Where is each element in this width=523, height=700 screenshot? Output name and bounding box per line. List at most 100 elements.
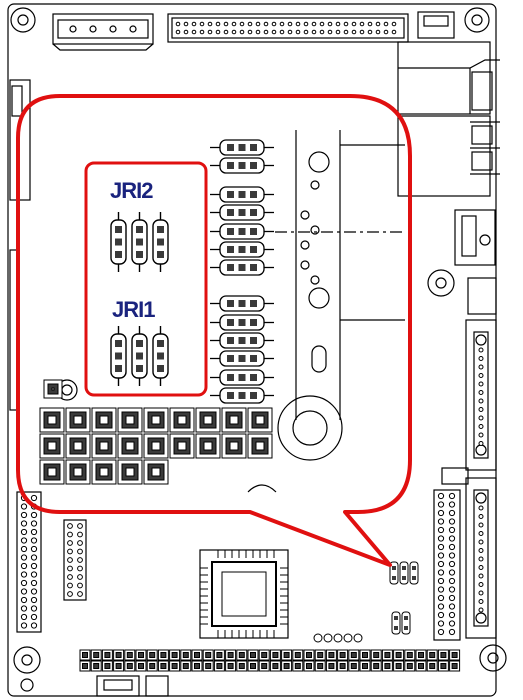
header-pin bbox=[77, 540, 83, 546]
bottom-pad-core bbox=[429, 652, 436, 658]
small-jumper bbox=[399, 561, 409, 585]
small-jumper-pin bbox=[404, 626, 408, 630]
connector-pin bbox=[478, 407, 484, 412]
connector-pin bbox=[478, 373, 484, 378]
jumper-pin bbox=[238, 209, 246, 216]
bottom-pad-core bbox=[160, 652, 167, 658]
header-pin bbox=[437, 509, 445, 517]
bottom-pad-core bbox=[82, 652, 88, 658]
connector-pin bbox=[478, 432, 484, 438]
jri1-jumper bbox=[110, 326, 169, 386]
bottom-pad-core bbox=[294, 663, 301, 669]
header-pin bbox=[351, 29, 357, 35]
bottom-pad-core bbox=[395, 663, 402, 669]
header-pin bbox=[67, 582, 73, 589]
bottom-pad-core bbox=[182, 663, 189, 669]
vga-connector bbox=[465, 477, 497, 639]
bottom-pad-core bbox=[384, 652, 391, 658]
bottom-pad-core bbox=[384, 663, 391, 669]
header-pin bbox=[30, 596, 38, 604]
bottom-pad-core bbox=[451, 652, 458, 658]
jumper-pin bbox=[250, 374, 257, 381]
mounting-hole-top-left bbox=[10, 7, 36, 33]
jri1-label: JRI1 bbox=[112, 297, 155, 322]
jumper-pin bbox=[238, 337, 246, 344]
header-pin bbox=[448, 560, 456, 568]
header-pin bbox=[263, 29, 269, 35]
bottom-pad-core bbox=[104, 652, 111, 658]
small-jumper-pin bbox=[394, 616, 398, 620]
connector-pin bbox=[478, 522, 484, 528]
header-pin bbox=[30, 605, 38, 612]
bottom-pad-core bbox=[306, 652, 312, 658]
header-pin bbox=[303, 29, 309, 35]
header-pin bbox=[391, 21, 397, 27]
header-pin bbox=[30, 613, 38, 621]
bottom-pad-core bbox=[418, 663, 424, 669]
header-pin bbox=[183, 29, 189, 35]
header-pin bbox=[437, 569, 445, 576]
header-pin bbox=[175, 21, 181, 27]
bottom-pad-core bbox=[406, 663, 413, 669]
header-pin bbox=[295, 21, 301, 27]
header-pin bbox=[375, 21, 381, 27]
mounting-hole-bottom-left bbox=[13, 646, 41, 674]
jumper-pin bbox=[115, 352, 122, 360]
header-pin bbox=[20, 605, 28, 612]
bottom-pad-core bbox=[272, 652, 279, 658]
header-pin bbox=[448, 526, 456, 534]
header-pin bbox=[448, 501, 456, 508]
header-pin bbox=[448, 535, 456, 542]
chipset bbox=[199, 549, 289, 639]
header-pin bbox=[327, 29, 333, 35]
header-pin bbox=[327, 21, 333, 27]
bottom-pad-core bbox=[283, 663, 290, 669]
header-pin bbox=[199, 29, 205, 35]
bottom-pad-core bbox=[126, 663, 133, 669]
jumper-pin bbox=[227, 264, 234, 271]
bottom-pad-core bbox=[317, 663, 324, 669]
pad-center bbox=[125, 441, 135, 451]
jumper-pin bbox=[157, 238, 164, 246]
connector-pin bbox=[478, 415, 484, 421]
header-pin bbox=[30, 520, 38, 527]
jumper-pin bbox=[227, 246, 234, 253]
header-pin bbox=[67, 540, 73, 546]
header-pin bbox=[231, 29, 237, 35]
small-jumper-pin bbox=[404, 616, 408, 620]
header-pin bbox=[448, 492, 456, 500]
bottom-pad-core bbox=[216, 663, 223, 669]
bottom-pad-core bbox=[294, 652, 301, 658]
header-pin bbox=[191, 29, 197, 35]
jumper-pin bbox=[250, 355, 257, 362]
bottom-pad-core bbox=[115, 652, 122, 658]
header-pin bbox=[30, 588, 38, 595]
connector-pin bbox=[478, 599, 484, 604]
header-pin bbox=[30, 571, 38, 578]
header-pin bbox=[77, 531, 83, 538]
header-pin bbox=[207, 29, 213, 35]
header-pin bbox=[20, 545, 28, 553]
bottom-pad-core bbox=[238, 663, 245, 669]
header-pin bbox=[231, 21, 237, 27]
small-jumper-pin bbox=[392, 566, 396, 570]
header-pin bbox=[20, 571, 28, 578]
pad-center bbox=[151, 441, 161, 451]
bottom-pad-core bbox=[104, 663, 111, 669]
small-jumper-pin bbox=[402, 566, 406, 570]
header-pin bbox=[30, 537, 38, 544]
left-pin-column bbox=[16, 491, 42, 633]
mounting-hole-mid-right bbox=[427, 269, 455, 297]
bottom-pad-core bbox=[171, 652, 178, 658]
pad-center bbox=[47, 415, 57, 425]
header-pin bbox=[448, 577, 456, 585]
header-pin bbox=[20, 596, 28, 604]
header-pin bbox=[279, 21, 285, 27]
jumper-pin bbox=[227, 319, 234, 326]
bottom-pad-core bbox=[138, 663, 144, 669]
header-pin bbox=[20, 554, 28, 561]
power-connector bbox=[52, 13, 154, 51]
jumper-pin bbox=[238, 162, 246, 169]
pad-center bbox=[125, 415, 135, 425]
